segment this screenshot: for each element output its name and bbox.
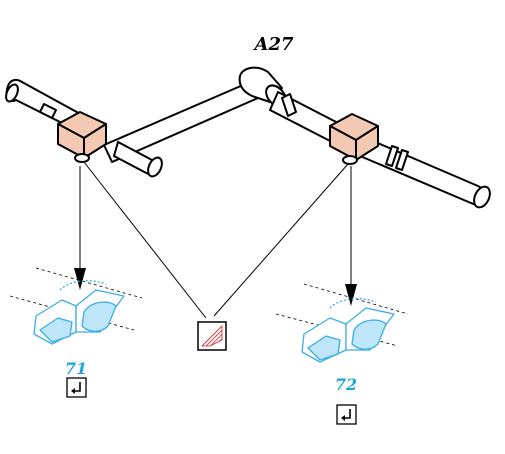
right-arrow: [345, 166, 357, 306]
return-arrow-icon: [66, 377, 87, 398]
adhesive-tube-icon: [197, 321, 227, 351]
rail-assembly: [5, 66, 491, 209]
part-72: [275, 283, 409, 363]
left-arrow: [74, 166, 86, 290]
part-72-number: 72: [335, 375, 357, 394]
part-71-number: 71: [65, 359, 87, 378]
figure-title: A27: [252, 34, 293, 55]
return-arrow-icon: [336, 404, 357, 425]
leader-lines: [83, 161, 349, 319]
right-clamp: [329, 113, 379, 165]
left-clamp: [57, 111, 107, 163]
part-71: [9, 267, 143, 345]
